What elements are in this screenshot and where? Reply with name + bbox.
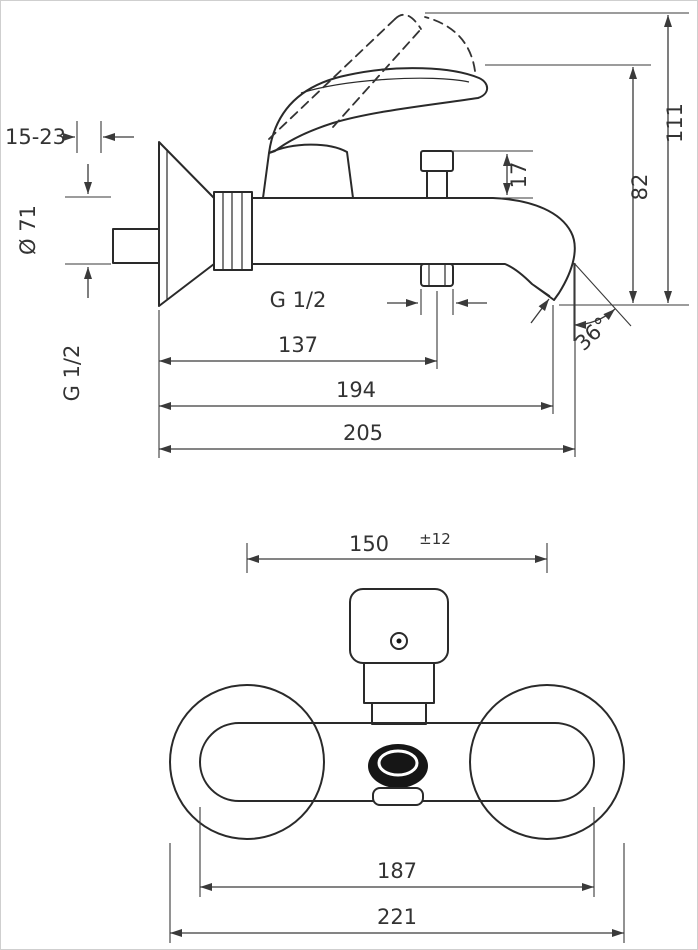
dim-overall-depth: 205 — [159, 263, 576, 457]
dim-wall-to-outlet-label: 137 — [278, 333, 318, 357]
dim-overall-depth-label: 205 — [343, 421, 383, 445]
front-view: 150 ±12 187 221 — [169, 530, 625, 943]
left-escutcheon — [169, 684, 325, 840]
wall-escutcheon — [158, 141, 215, 307]
dim-flange-diameter: Ø 71 — [16, 164, 111, 298]
pivot-dot — [396, 638, 402, 644]
dim-height-111-label: 111 — [663, 103, 687, 143]
aerator-rib — [533, 284, 551, 297]
dim-wall-clearance: 15-23 — [5, 121, 134, 153]
mounting-nut — [213, 191, 253, 271]
lever-handle — [268, 67, 489, 154]
right-escutcheon — [469, 684, 625, 840]
aerator-clip — [372, 787, 424, 806]
handle-raised-position — [268, 13, 476, 140]
dim-flange-diameter-label: Ø 71 — [16, 205, 40, 255]
handle-top-view — [349, 588, 449, 664]
dim-outlet-thread-label: G 1/2 — [270, 288, 327, 312]
dim-wall-to-outlet: 137 — [159, 291, 438, 369]
dim-body-width: 187 — [199, 807, 595, 897]
faucet-body — [251, 197, 576, 301]
dim-overall-width: 221 — [169, 843, 625, 943]
dim-tolerance-label: ±12 — [419, 530, 451, 548]
dim-wall-to-spout-label: 194 — [336, 378, 376, 402]
dim-height-82-label: 82 — [628, 174, 652, 201]
cartridge-neck — [363, 662, 435, 725]
dim-overall-width-label: 221 — [377, 905, 417, 929]
dim-height-111: 111 — [425, 12, 689, 303]
dim-inlet-thread-label: G 1/2 — [60, 345, 84, 402]
dim-connection-centers-label: 150 — [349, 532, 389, 556]
dim-wall-to-spout: 194 — [159, 305, 554, 414]
dim-diverter-height: 17 — [453, 150, 533, 199]
handle-base — [262, 143, 354, 199]
pivot-ring — [390, 632, 408, 650]
dim-wall-clearance-label: 15-23 — [5, 125, 66, 149]
spout-outlet — [368, 744, 428, 806]
hose-outlet — [420, 263, 454, 287]
dim-spout-angle: 36° — [530, 262, 632, 356]
diverter-knob — [420, 150, 454, 199]
dim-body-width-label: 187 — [377, 859, 417, 883]
dim-diverter-height-label: 17 — [507, 162, 531, 189]
dim-connection-centers: 150 ±12 — [246, 530, 548, 573]
dim-spout-angle-label: 36° — [570, 312, 613, 355]
dim-outlet-thread: G 1/2 — [270, 288, 487, 315]
side-view: 15-23 Ø 71 G 1/2 137 194 205 — [5, 12, 689, 458]
supply-pipe — [112, 228, 160, 264]
dim-height-82: 82 — [485, 64, 652, 303]
